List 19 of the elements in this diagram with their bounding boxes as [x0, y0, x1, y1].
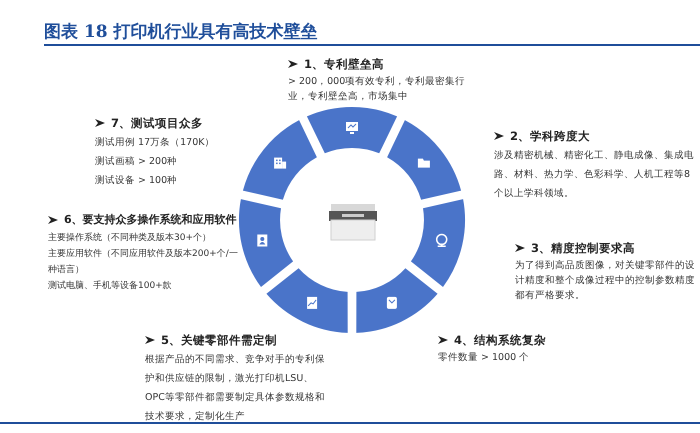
item-heading: 5、关键零部件需定制 — [161, 332, 278, 348]
item-description: 测试用例 17万条（170K） — [95, 136, 216, 150]
item-heading: 3、精度控制要求高 — [531, 240, 636, 256]
figure-title: 图表 18 打印机行业具有高技术壁垒 — [44, 21, 318, 43]
item-heading: 4、结构系统复杂 — [454, 332, 546, 348]
item-description: 根据产品的不同需求、竞争对手的专利保护和供应链的限制，激光打印机LSU、OPC等零部件都需要制定具体参数规格和技术要求，定制化生产 — [145, 353, 326, 424]
item-description: 测试设备 > 100种 — [95, 174, 178, 188]
item-heading: 2、学科跨度大 — [510, 128, 590, 144]
item-description: 主要应用软件（不同应用软件及版本200+个/一种语言） — [48, 248, 239, 277]
item-description: 测试画稿 > 200种 — [95, 155, 178, 169]
item-description: 涉及精密机械、精密化工、静电成像、集成电路、材料、热力学、色彩科学、人机工程等8个以上学科领域。 — [494, 149, 694, 201]
item-description: 零件数量 > 1000 个 — [438, 351, 530, 365]
item-heading: 1、专利壁垒高 — [304, 56, 384, 72]
item-description: 测试电脑、手机等设备100+款 — [48, 280, 173, 293]
item-heading: 6、要支持众多操作系统和应用软件 — [64, 212, 237, 228]
item-heading: 7、测试项目众多 — [111, 115, 204, 131]
item-description: > 200，000项有效专利，专利最密集行业，专利壁垒高，市场集中 — [288, 75, 466, 104]
item-description: 主要操作系统（不同种类及版本30+个） — [48, 232, 212, 245]
item-description: 为了得到高品质图像，对关键零部件的设计精度和整个成像过程中的控制参数精度都有严格要求。 — [515, 259, 696, 303]
